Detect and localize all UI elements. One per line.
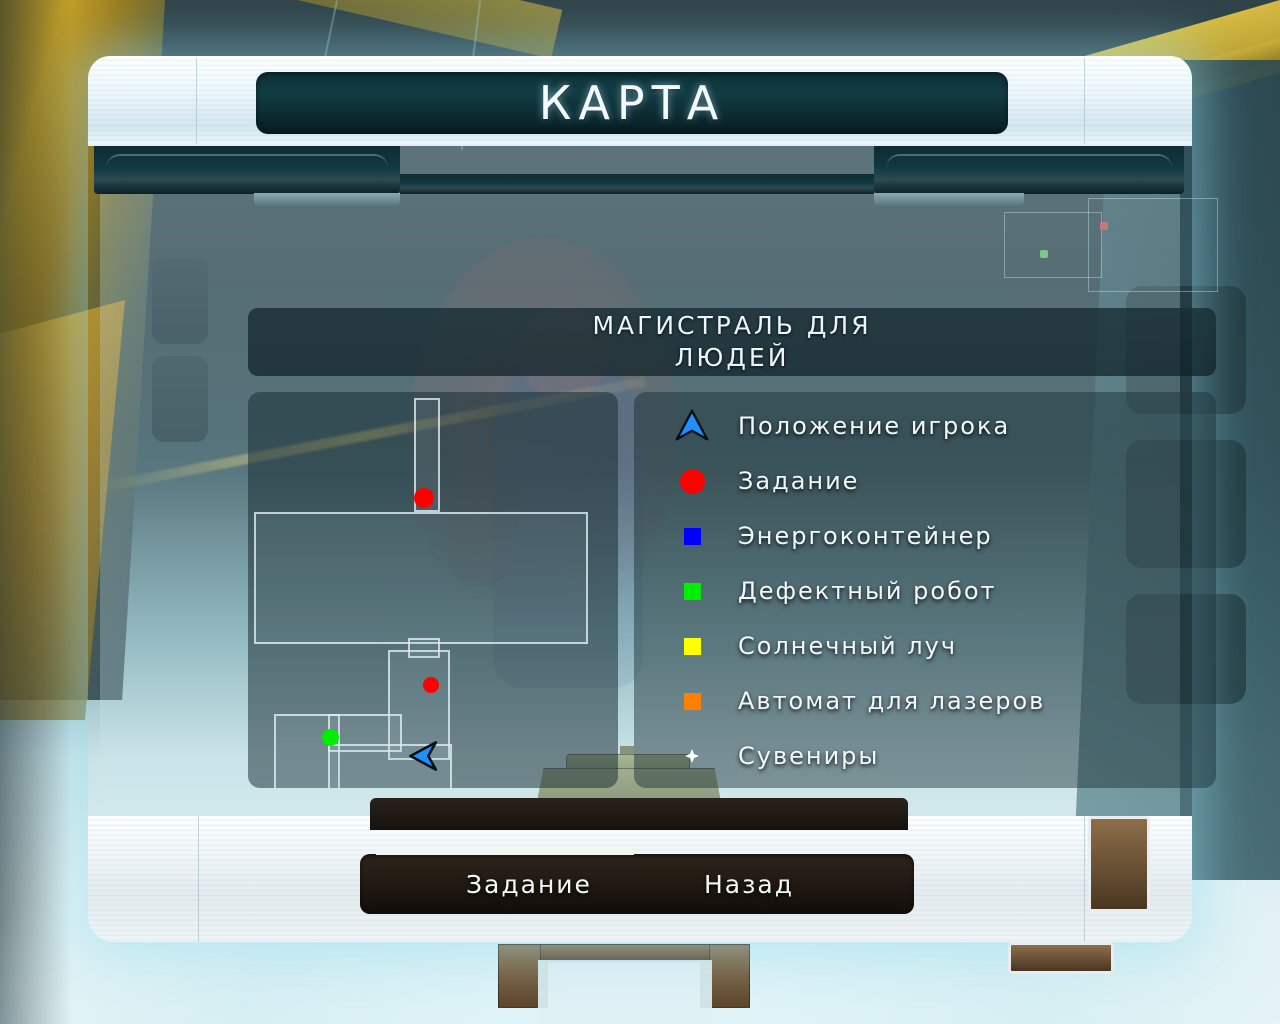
legend-label: Положение игрока — [738, 412, 1011, 440]
footer-button-plate: Задание Назад — [360, 854, 914, 914]
footer-rail-highlight — [376, 850, 634, 855]
legend-row-2: Задание — [664, 461, 1204, 501]
robot-square-icon — [664, 582, 720, 600]
task-dot-icon — [664, 468, 720, 494]
souvenir-star-icon — [664, 746, 720, 766]
back-button[interactable]: Назад — [704, 869, 795, 899]
laser-square-icon — [664, 692, 720, 710]
minimap-room-mid — [388, 650, 450, 760]
legend-row-1: Положение игрока — [664, 406, 1204, 446]
minimap-geometry — [248, 392, 618, 788]
subtitle-line-2: ЛЮДЕЙ — [674, 343, 790, 372]
legend-row-6: Автомат для лазеров — [664, 681, 1204, 721]
legend-label: Дефектный робот — [738, 577, 997, 605]
left-wall-slot-2 — [152, 356, 208, 442]
footer-corner-box-bottom — [1008, 942, 1114, 974]
map-menu-panel: КАРТА МАГИСТРАЛЬ ДЛЯ ЛЮДЕЙ — [88, 56, 1216, 974]
floor-highlight — [538, 960, 712, 1024]
robot-marker — [321, 728, 339, 746]
hud-indicator-green — [1040, 250, 1048, 258]
header-rail-left — [94, 146, 400, 207]
legend-label: Солнечный луч — [738, 632, 958, 660]
page-title: КАРТА — [538, 76, 726, 130]
title-plate: КАРТА — [256, 72, 1008, 134]
header-rail-center — [400, 174, 874, 194]
task-marker-north — [414, 488, 434, 508]
minimap-room-main — [254, 512, 588, 644]
legend-label: Сувениры — [738, 742, 880, 770]
legend-label: Задание — [738, 467, 860, 495]
minimap-connector — [408, 638, 440, 658]
footer-rail — [370, 798, 908, 830]
left-wall-slot-1 — [152, 258, 208, 344]
location-subtitle: МАГИСТРАЛЬ ДЛЯ ЛЮДЕЙ — [248, 308, 1216, 376]
hud-indicator-red — [1100, 222, 1108, 230]
legend-row-4: Дефектный робот — [664, 571, 1204, 611]
legend-row-3: Энергоконтейнер — [664, 516, 1204, 556]
legend-row-7: Сувениры — [664, 736, 1204, 776]
header-rail-right — [874, 146, 1184, 207]
legend-label: Энергоконтейнер — [738, 522, 993, 550]
minimap-panel[interactable] — [248, 392, 618, 788]
player-arrow — [407, 739, 441, 778]
task-button[interactable]: Задание — [466, 869, 592, 899]
legend-row-5: Солнечный луч — [664, 626, 1204, 666]
footer-corner-box-right — [1088, 816, 1150, 912]
sunray-square-icon — [664, 637, 720, 655]
task-marker-south — [423, 677, 439, 693]
player-arrow-icon — [664, 407, 720, 445]
subtitle-line-1: МАГИСТРАЛЬ ДЛЯ — [592, 311, 872, 340]
hud-frame-right-2 — [1004, 212, 1102, 278]
hud-frame-right — [1088, 198, 1218, 292]
energy-square-icon — [664, 527, 720, 545]
legend-label: Автомат для лазеров — [738, 687, 1046, 715]
